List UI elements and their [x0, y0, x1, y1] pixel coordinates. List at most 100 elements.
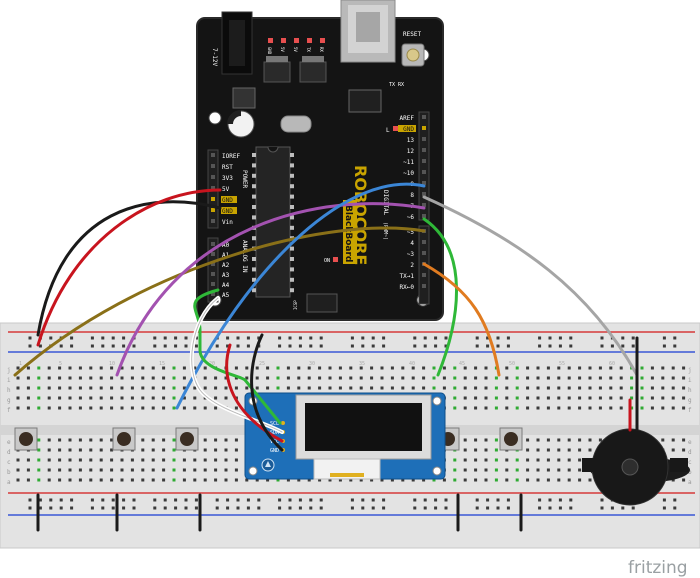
breadboard-hole — [536, 396, 540, 400]
watermark-text: fritzing — [628, 558, 688, 578]
breadboard-hole — [671, 438, 675, 442]
rail-hole — [548, 498, 552, 502]
breadboard-hole — [307, 478, 311, 482]
breadboard-hole — [536, 448, 540, 452]
breadboard-hole — [671, 406, 675, 410]
breadboard-hole — [68, 458, 72, 462]
rail-hole — [558, 506, 562, 510]
rail-hole — [506, 498, 510, 502]
breadboard-hole — [526, 396, 530, 400]
breadboard-hole — [110, 458, 114, 462]
breadboard-hole — [370, 386, 374, 390]
column-number: 35 — [359, 361, 365, 367]
right-pin-label: 4 — [410, 240, 414, 247]
breadboard-hole — [463, 406, 467, 410]
rail-hole — [90, 498, 94, 502]
capacitor-block — [232, 87, 256, 109]
breadboard-hole — [328, 366, 332, 370]
breadboard-hole — [26, 468, 30, 472]
breadboard-hole — [598, 386, 602, 390]
right-pin-label: TX→1 — [400, 273, 415, 280]
rail-hole — [174, 336, 178, 340]
breadboard-hole — [89, 366, 93, 370]
breadboard-hole — [224, 458, 228, 462]
breadboard-hole — [536, 468, 540, 472]
breadboard-hole — [515, 478, 519, 482]
breadboard-hole — [682, 376, 686, 380]
breadboard-hole — [162, 376, 166, 380]
right-pin-label: GND — [403, 126, 414, 133]
breadboard-hole — [110, 396, 114, 400]
breadboard-hole — [214, 376, 218, 380]
rail-hole — [361, 498, 365, 502]
breadboard-hole — [37, 458, 41, 462]
breadboard-hole — [630, 396, 634, 400]
rail-hole — [361, 336, 365, 340]
reset-button-cap[interactable] — [406, 48, 420, 62]
rail-hole — [673, 344, 677, 348]
rail-hole — [413, 506, 417, 510]
left-pin-label: IOREF — [222, 153, 240, 160]
breadboard-hole — [110, 438, 114, 442]
breadboard-hole — [172, 386, 176, 390]
rail-hole — [257, 498, 261, 502]
breadboard-hole — [37, 438, 41, 442]
rail-hole — [132, 498, 136, 502]
txrx-label: TX RX — [389, 82, 404, 88]
breadboard-hole — [162, 366, 166, 370]
pushbutton[interactable] — [175, 427, 199, 451]
breadboard-hole — [141, 478, 145, 482]
wire-black — [36, 200, 222, 337]
breadboard-hole — [203, 478, 207, 482]
breadboard-hole — [318, 386, 322, 390]
pushbutton[interactable] — [14, 427, 38, 451]
breadboard-hole — [26, 366, 30, 370]
rail-hole — [101, 344, 105, 348]
rail-hole — [569, 506, 573, 510]
rail-hole — [423, 506, 427, 510]
breadboard-hole — [484, 386, 488, 390]
right-pin-label: AREF — [400, 115, 415, 122]
breadboard-hole — [120, 458, 124, 462]
rail-hole — [236, 336, 240, 340]
pushbutton[interactable] — [499, 427, 523, 451]
breadboard-hole — [453, 386, 457, 390]
breadboard-hole — [266, 376, 270, 380]
breadboard-hole — [463, 438, 467, 442]
rail-hole — [631, 344, 635, 348]
breadboard-hole — [474, 468, 478, 472]
breadboard-hole — [193, 478, 197, 482]
rail-hole — [475, 336, 479, 340]
rail-hole — [413, 336, 417, 340]
rail-hole — [298, 344, 302, 348]
chip-pin — [252, 215, 256, 220]
led-label: 5V — [293, 47, 298, 52]
breadboard-hole — [349, 376, 353, 380]
breadboard-hole — [515, 396, 519, 400]
pushbutton[interactable] — [112, 427, 136, 451]
wire-orange — [422, 262, 501, 377]
row-letter: j — [688, 367, 692, 374]
breadboard-hole — [110, 478, 114, 482]
header-pin — [422, 115, 426, 119]
rail-hole — [371, 336, 375, 340]
breadboard-hole — [68, 406, 72, 410]
model-badge — [343, 200, 357, 264]
breadboard-hole — [494, 376, 498, 380]
breadboard-hole — [110, 386, 114, 390]
left-pin-label: 5V — [222, 186, 230, 193]
breadboard-hole — [411, 366, 415, 370]
breadboard-hole — [99, 406, 103, 410]
rail-hole — [153, 506, 157, 510]
row-letter: c — [688, 459, 692, 466]
rail-hole — [558, 498, 562, 502]
breadboard-hole — [380, 376, 384, 380]
breadboard-hole — [47, 366, 51, 370]
breadboard-hole — [546, 448, 550, 452]
breadboard-hole — [89, 448, 93, 452]
breadboard-hole — [494, 396, 498, 400]
header-pin — [211, 153, 215, 157]
header-pin — [422, 203, 426, 207]
breadboard-hole — [120, 468, 124, 472]
breadboard-hole — [245, 478, 249, 482]
